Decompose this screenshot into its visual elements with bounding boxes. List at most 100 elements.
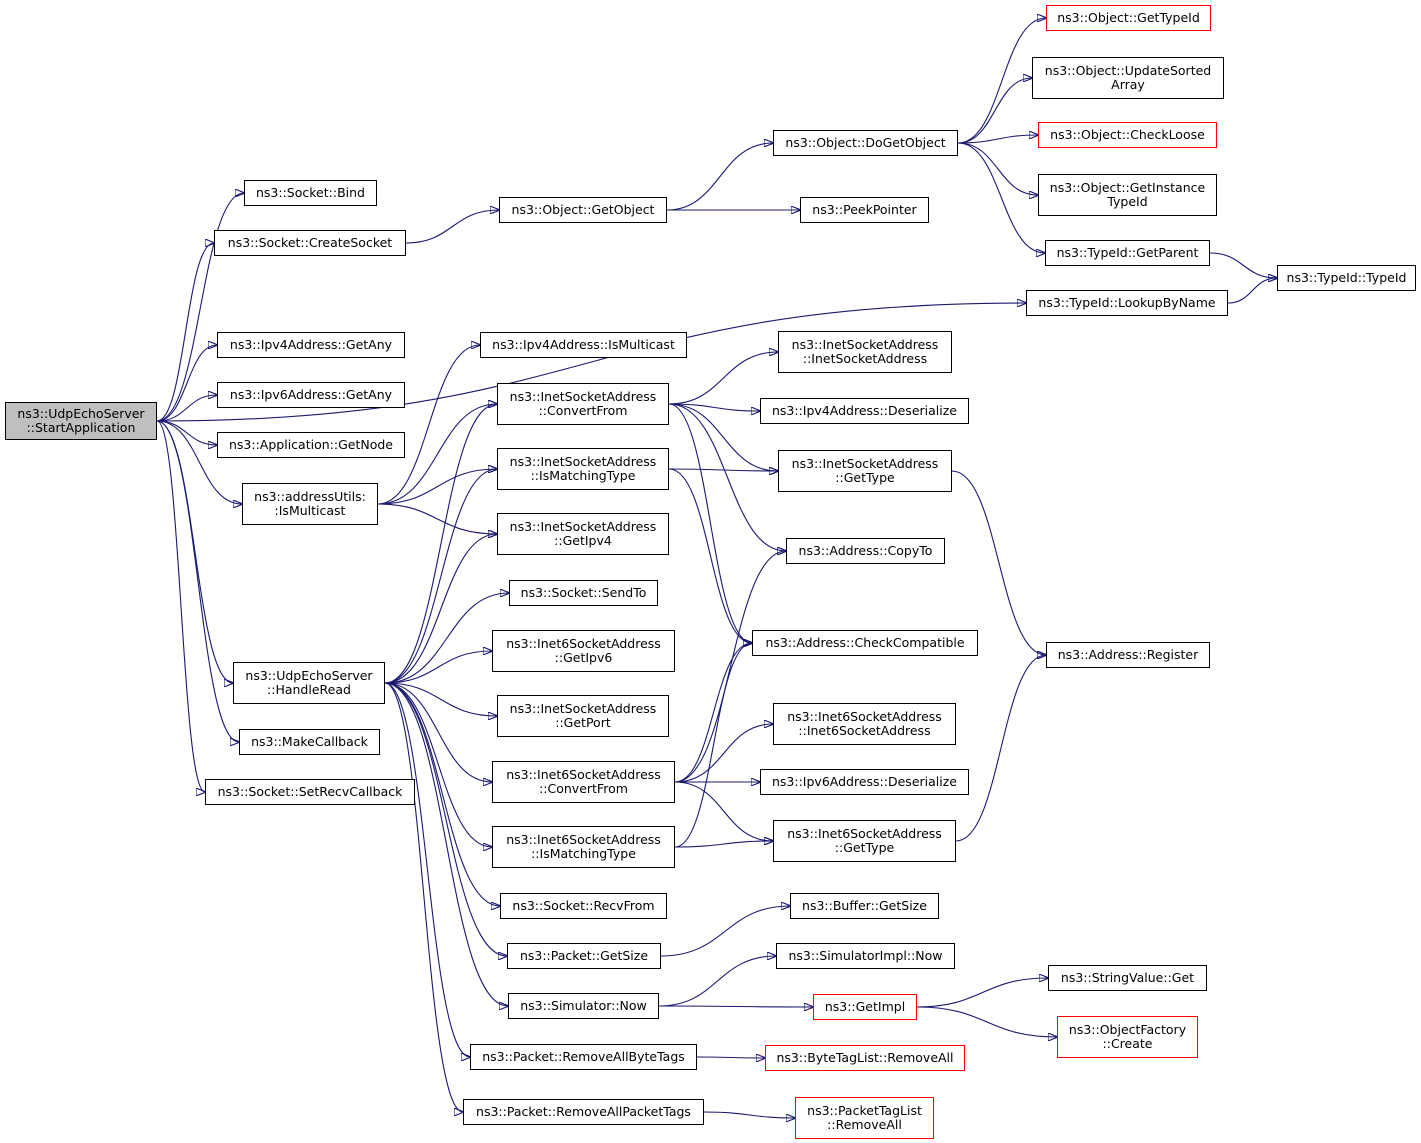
node-inet-gettype[interactable]: ns3::InetSocketAddress ::GetType [778, 450, 952, 492]
node-ipv4-ismulticast[interactable]: ns3::Ipv4Address::IsMulticast [480, 332, 687, 358]
edge-obj-dogetobject-to-obj-checkloose [957, 135, 1038, 144]
edge-start-to-typeid-lookup [156, 303, 1026, 422]
edge-addr-ismulticast-to-inet-getipv4 [377, 503, 497, 534]
node-inet6-convertfrom[interactable]: ns3::Inet6SocketAddress ::ConvertFrom [492, 761, 675, 803]
edge-handleread-to-inet6-convertfrom [384, 682, 492, 782]
node-simulator-now[interactable]: ns3::Simulator::Now [508, 993, 659, 1019]
node-address-checkcompat[interactable]: ns3::Address::CheckCompatible [752, 630, 978, 656]
edge-handleread-to-socket-sendto [384, 593, 509, 684]
node-inet-ctor[interactable]: ns3::InetSocketAddress ::InetSocketAddre… [778, 331, 952, 373]
edge-start-to-makecallback [156, 420, 239, 742]
node-objfactory-create[interactable]: ns3::ObjectFactory ::Create [1057, 1016, 1198, 1058]
node-buffer-getsize[interactable]: ns3::Buffer::GetSize [790, 893, 939, 919]
node-obj-dogetobject[interactable]: ns3::Object::DoGetObject [773, 130, 958, 156]
edge-handleread-to-simulator-now [384, 682, 508, 1006]
edge-typeid-lookup-to-typeid-typeid [1227, 278, 1277, 304]
node-inet-getport[interactable]: ns3::InetSocketAddress ::GetPort [497, 695, 669, 737]
edge-inet6-gettype-to-address-register [955, 655, 1046, 842]
edge-obj-dogetobject-to-obj-updatesorted [957, 78, 1032, 144]
node-typeid-typeid[interactable]: ns3::TypeId::TypeId [1277, 265, 1416, 291]
edge-packet-rmpackettags-to-packettaglist-rmall [703, 1111, 795, 1118]
node-makecallback[interactable]: ns3::MakeCallback [239, 729, 380, 755]
edge-start-to-handleread [156, 420, 233, 683]
edge-inet6-convertfrom-to-inet6-gettype [674, 781, 773, 841]
edge-obj-dogetobject-to-obj-getinstance [957, 142, 1038, 195]
edge-inet-convertfrom-to-inet-gettype [668, 403, 778, 471]
edge-packet-rmbytetags-to-bytetaglist-rmall [696, 1057, 765, 1058]
node-ipv6-getany[interactable]: ns3::Ipv6Address::GetAny [217, 382, 405, 408]
node-packet-getsize[interactable]: ns3::Packet::GetSize [507, 943, 661, 969]
node-packet-rmbytetags[interactable]: ns3::Packet::RemoveAllByteTags [470, 1044, 697, 1070]
node-addr-ismulticast[interactable]: ns3::addressUtils: :IsMulticast [242, 483, 378, 525]
node-inet6-ismatching[interactable]: ns3::Inet6SocketAddress ::IsMatchingType [492, 826, 675, 868]
node-handleread[interactable]: ns3::UdpEchoServer ::HandleRead [233, 662, 385, 704]
node-simimpl-now[interactable]: ns3::SimulatorImpl::Now [776, 943, 955, 969]
edge-typeid-getparent-to-typeid-typeid [1209, 252, 1277, 278]
node-typeid-getparent[interactable]: ns3::TypeId::GetParent [1045, 240, 1210, 266]
node-app-getnode[interactable]: ns3::Application::GetNode [217, 432, 405, 458]
edge-inet-convertfrom-to-ipv4-deserialize [668, 403, 760, 411]
edge-handleread-to-inet-getport [384, 682, 497, 716]
node-bytetaglist-rmall[interactable]: ns3::ByteTagList::RemoveAll [765, 1045, 965, 1071]
node-obj-updatesorted[interactable]: ns3::Object::UpdateSorted Array [1032, 57, 1224, 99]
edge-inet-convertfrom-to-inet-ctor [668, 352, 778, 405]
edge-inet-convertfrom-to-address-copyto [668, 403, 786, 551]
edge-getimpl-to-objfactory-create [916, 1006, 1057, 1037]
node-socket-recvfrom[interactable]: ns3::Socket::RecvFrom [500, 893, 667, 919]
edge-handleread-to-inet-convertfrom [384, 404, 497, 684]
node-create-socket[interactable]: ns3::Socket::CreateSocket [214, 230, 406, 256]
node-address-register[interactable]: ns3::Address::Register [1046, 642, 1210, 668]
node-ipv4-deserialize[interactable]: ns3::Ipv4Address::Deserialize [760, 398, 969, 424]
node-inet-convertfrom[interactable]: ns3::InetSocketAddress ::ConvertFrom [497, 383, 669, 425]
edge-obj-dogetobject-to-obj-gettypeid [957, 18, 1046, 144]
node-peekpointer[interactable]: ns3::PeekPointer [800, 197, 929, 223]
node-obj-checkloose[interactable]: ns3::Object::CheckLoose [1038, 122, 1217, 148]
node-obj-gettypeid[interactable]: ns3::Object::GetTypeId [1046, 5, 1211, 31]
edge-inet-gettype-to-address-register [951, 470, 1046, 655]
edge-handleread-to-inet-getipv4 [384, 534, 497, 684]
edge-inet-convertfrom-to-address-checkcompat [668, 403, 752, 643]
node-address-copyto[interactable]: ns3::Address::CopyTo [786, 538, 945, 564]
edge-inet6-ismatching-to-inet6-gettype [674, 841, 773, 848]
edge-packet-getsize-to-buffer-getsize [660, 906, 790, 957]
edge-simulator-now-to-getimpl [658, 1006, 813, 1007]
edge-start-to-setrecvcb [156, 420, 205, 792]
node-socket-sendto[interactable]: ns3::Socket::SendTo [509, 580, 658, 606]
edge-addr-ismulticast-to-inet-ismatching [377, 469, 497, 505]
edge-handleread-to-packet-rmbytetags [384, 682, 470, 1057]
edge-obj-dogetobject-to-typeid-getparent [957, 142, 1045, 253]
node-inet6-getipv6[interactable]: ns3::Inet6SocketAddress ::GetIpv6 [492, 630, 675, 672]
edge-start-to-socket-bind [156, 193, 244, 422]
node-setrecvcb[interactable]: ns3::Socket::SetRecvCallback [205, 779, 415, 805]
edge-handleread-to-inet-ismatching [384, 469, 497, 684]
edge-start-to-create-socket [156, 243, 214, 422]
edge-start-to-ipv4-getany [156, 345, 217, 422]
edge-handleread-to-inet6-getipv6 [384, 651, 492, 684]
node-obj-getobject[interactable]: ns3::Object::GetObject [499, 197, 667, 223]
edge-inet-ismatching-to-address-checkcompat [668, 468, 752, 643]
node-socket-bind[interactable]: ns3::Socket::Bind [244, 180, 377, 206]
node-typeid-lookup[interactable]: ns3::TypeId::LookupByName [1026, 290, 1228, 316]
edge-handleread-to-packet-rmpackettags [384, 682, 463, 1112]
node-stringvalue-get[interactable]: ns3::StringValue::Get [1048, 965, 1207, 991]
node-inet6-gettype[interactable]: ns3::Inet6SocketAddress ::GetType [773, 820, 956, 862]
node-ipv4-getany[interactable]: ns3::Ipv4Address::GetAny [217, 332, 405, 358]
edge-addr-ismulticast-to-inet-convertfrom [377, 404, 497, 505]
node-inet-ismatching[interactable]: ns3::InetSocketAddress ::IsMatchingType [497, 448, 669, 490]
node-packet-rmpackettags[interactable]: ns3::Packet::RemoveAllPacketTags [463, 1099, 704, 1125]
edge-addr-ismulticast-to-ipv4-ismulticast [377, 345, 480, 505]
edge-inet6-convertfrom-to-address-checkcompat [674, 643, 752, 783]
node-inet6-ctor[interactable]: ns3::Inet6SocketAddress ::Inet6SocketAdd… [773, 703, 956, 745]
node-ipv6-deserialize[interactable]: ns3::Ipv6Address::Deserialize [760, 769, 969, 795]
edge-create-socket-to-obj-getobject [405, 210, 499, 244]
node-getimpl[interactable]: ns3::GetImpl [813, 994, 917, 1020]
node-packettaglist-rmall[interactable]: ns3::PacketTagList ::RemoveAll [795, 1097, 934, 1139]
node-obj-getinstance[interactable]: ns3::Object::GetInstance TypeId [1038, 174, 1217, 216]
edge-handleread-to-inet6-ismatching [384, 682, 492, 847]
edge-simulator-now-to-simimpl-now [658, 956, 776, 1007]
edge-start-to-ipv6-getany [156, 395, 217, 422]
edge-inet-ismatching-to-inet-gettype [668, 469, 778, 471]
node-inet-getipv4[interactable]: ns3::InetSocketAddress ::GetIpv4 [497, 513, 669, 555]
